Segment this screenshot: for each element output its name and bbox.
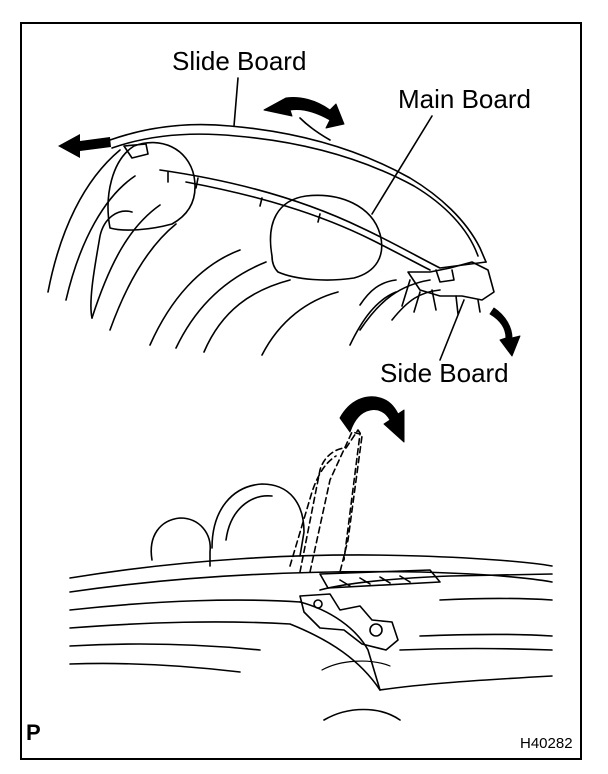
- leader-main-board: [371, 115, 433, 215]
- rear-headrest-right: [211, 483, 305, 557]
- rear-headrest-left: [150, 517, 211, 567]
- bottom-arc: [323, 708, 401, 721]
- center-headrest: [269, 194, 383, 281]
- leader-slide-board: [233, 77, 239, 127]
- leader-side-board: [439, 299, 465, 361]
- dashed-board-positions: [289, 429, 363, 573]
- label-main-board: Main Board: [398, 84, 531, 114]
- label-side-board: Side Board: [380, 358, 509, 388]
- hinge-mechanism: [299, 593, 399, 651]
- left-arrow: [58, 134, 111, 158]
- top-illustration: [47, 77, 521, 361]
- label-slide-board: Slide Board: [172, 46, 307, 76]
- bottom-illustration: [69, 396, 553, 721]
- corner-mark-left: P: [26, 720, 41, 745]
- left-headrest: [107, 141, 196, 231]
- drawing-number: H40282: [520, 735, 573, 752]
- left-seat-back: [47, 149, 177, 331]
- down-arrow: [489, 307, 521, 357]
- main-board: [159, 169, 487, 271]
- center-seat-back: [149, 249, 339, 356]
- slide-board: [109, 123, 487, 263]
- rotate-arrow-top: [263, 97, 345, 129]
- rotate-arrow-bottom: [339, 396, 405, 443]
